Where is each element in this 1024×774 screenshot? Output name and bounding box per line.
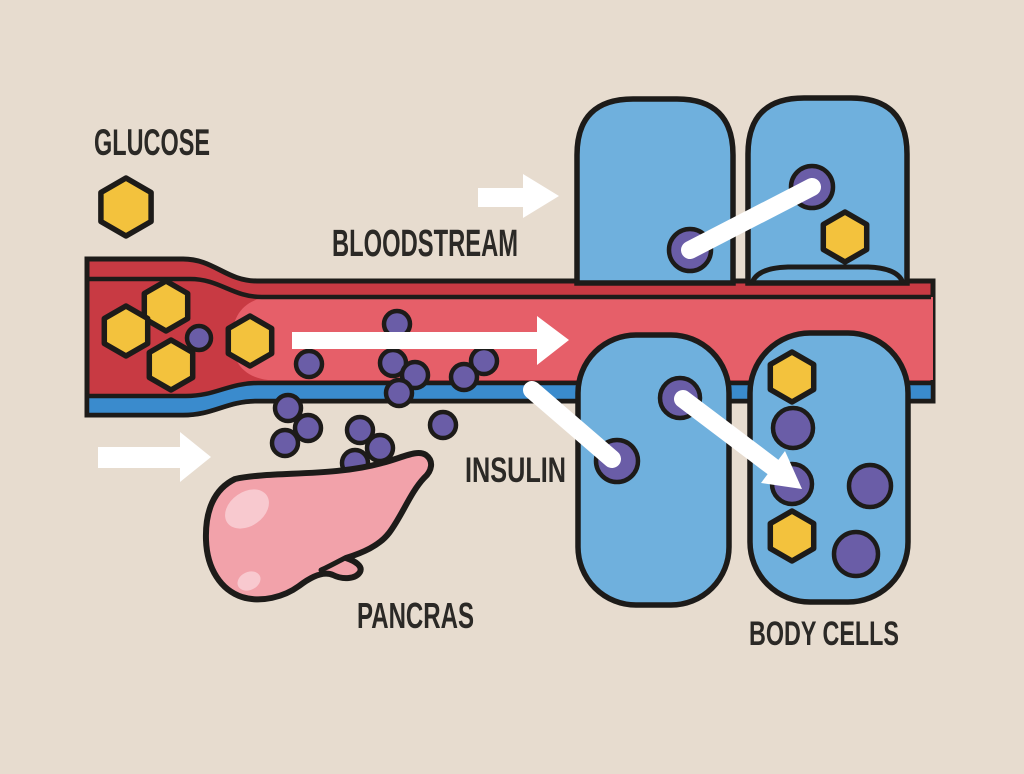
glucose-hexagon-in-cell <box>823 212 866 262</box>
arrow-intake-right-icon <box>98 432 211 482</box>
glucose-legend-hexagon-icon <box>101 178 151 236</box>
vessel-inner-top-line <box>87 276 931 300</box>
insulin-dot <box>383 377 415 409</box>
pancreas-highlight <box>225 489 269 529</box>
glucose-hexagon <box>104 306 147 356</box>
connector-insulin-receptor-line <box>681 178 821 259</box>
insulin-dot <box>344 414 376 446</box>
glucose-hexagon <box>228 316 271 366</box>
arrow-glucose-uptake-head-icon <box>761 451 802 489</box>
pancreas-shape <box>202 450 434 603</box>
insulin-dot <box>293 348 325 380</box>
pancreas <box>202 450 434 603</box>
insulin-dot <box>269 427 301 459</box>
glucose-hexagon <box>149 340 192 390</box>
glucose-hexagon <box>144 281 187 331</box>
insulin-in-vessel <box>293 308 500 409</box>
glucose-hexagon-in-cell <box>770 511 813 561</box>
insulin-dot <box>427 409 459 441</box>
label-insulin: INSULIN <box>465 451 566 490</box>
pancreas-highlight <box>237 571 261 591</box>
glucose-hexagon-in-cell <box>770 352 813 402</box>
insulin-dot <box>184 323 214 353</box>
pancreas-fold-line <box>318 555 348 573</box>
insulin-dot <box>272 392 304 424</box>
label-bloodstream: BLOODSTREAM <box>332 223 518 265</box>
connector-insulin-to-cell-line <box>523 381 621 468</box>
label-body-cells: BODY CELLS <box>749 615 899 653</box>
cell-membrane-fold-line <box>749 264 906 285</box>
insulin-dot <box>448 361 480 393</box>
arrow-blood-flow-icon <box>292 316 569 365</box>
body-cells-top-row <box>574 95 910 286</box>
arrow-glucose-uptake-shaft <box>674 390 782 476</box>
label-glucose: GLUCOSE <box>94 122 210 163</box>
flow-arrows <box>98 174 821 489</box>
glucose-molecules-in-vessel <box>104 281 271 390</box>
insulin-dot <box>364 432 396 464</box>
insulin-dot-in-cell <box>831 529 881 579</box>
insulin-dot-in-cell <box>846 462 894 510</box>
insulin-dot-in-cell <box>770 405 816 451</box>
insulin-dot <box>292 412 324 444</box>
arrow-bloodstream-to-cells-icon <box>478 174 559 218</box>
label-pancreas: PANCRAS <box>357 595 474 636</box>
